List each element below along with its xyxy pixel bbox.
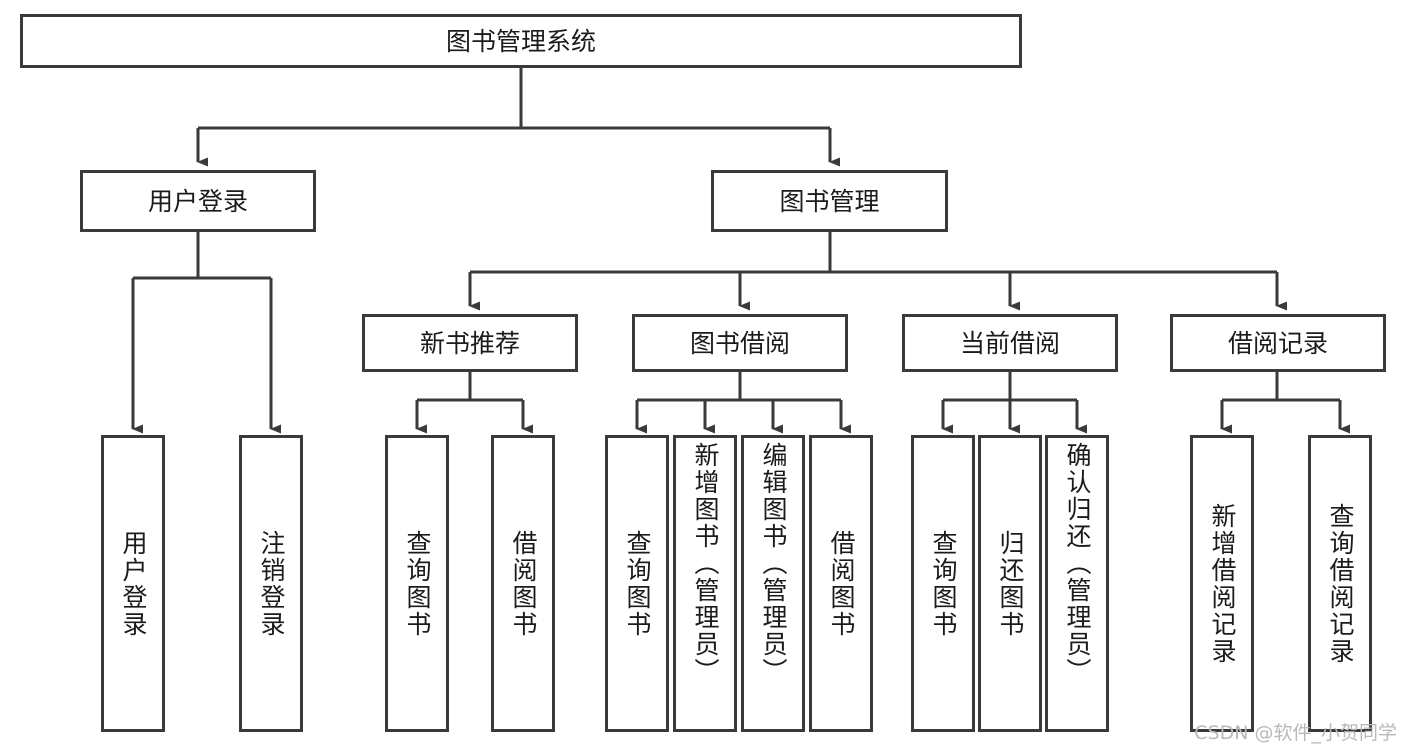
node-label: 借阅图书	[509, 529, 538, 638]
node-label: 图书管理	[779, 186, 880, 216]
leaf-add-borrow-record[interactable]: 新增借阅记录	[1190, 435, 1254, 732]
leaf-return-book[interactable]: 归还图书	[978, 435, 1042, 732]
node-label: 查询借阅记录	[1326, 502, 1355, 665]
node-label: 查询图书	[929, 529, 958, 638]
leaf-query-book-current[interactable]: 查询图书	[911, 435, 975, 732]
node-label: 归还图书	[996, 529, 1025, 638]
leaf-confirm-return-admin[interactable]: 确认归还（管理员）	[1045, 435, 1109, 732]
leaf-user-login[interactable]: 用户登录	[101, 435, 165, 732]
node-borrow-record[interactable]: 借阅记录	[1170, 314, 1386, 372]
node-label: 当前借阅	[959, 328, 1060, 358]
node-label: 用户登录	[147, 186, 248, 216]
leaf-add-book-admin[interactable]: 新增图书（管理员）	[673, 435, 737, 732]
node-book-borrow[interactable]: 图书借阅	[632, 314, 848, 372]
leaf-borrow-book-recommend[interactable]: 借阅图书	[491, 435, 555, 732]
node-new-book-recommend[interactable]: 新书推荐	[362, 314, 578, 372]
node-label: 编辑图书（管理员）	[759, 442, 788, 685]
node-label: 用户登录	[119, 529, 148, 638]
node-label: 图书借阅	[689, 328, 790, 358]
leaf-query-borrow-record[interactable]: 查询借阅记录	[1308, 435, 1372, 732]
node-root-book-management-system[interactable]: 图书管理系统	[20, 14, 1022, 68]
node-label: 新书推荐	[419, 328, 520, 358]
node-label: 图书管理系统	[445, 26, 596, 56]
leaf-query-book-borrow[interactable]: 查询图书	[605, 435, 669, 732]
csdn-watermark: CSDN @软件_小贺同学	[1194, 722, 1397, 744]
node-label: 借阅记录	[1227, 328, 1328, 358]
node-label: 借阅图书	[827, 529, 856, 638]
node-current-borrow[interactable]: 当前借阅	[902, 314, 1118, 372]
leaf-query-book-recommend[interactable]: 查询图书	[385, 435, 449, 732]
node-label: 新增借阅记录	[1208, 502, 1237, 665]
node-book-management[interactable]: 图书管理	[711, 170, 948, 232]
node-label: 确认归还（管理员）	[1063, 442, 1092, 685]
node-user-login[interactable]: 用户登录	[80, 170, 316, 232]
leaf-edit-book-admin[interactable]: 编辑图书（管理员）	[741, 435, 805, 732]
node-label: 查询图书	[403, 529, 432, 638]
leaf-borrow-book[interactable]: 借阅图书	[809, 435, 873, 732]
node-label: 查询图书	[623, 529, 652, 638]
leaf-logout-login[interactable]: 注销登录	[239, 435, 303, 732]
node-label: 注销登录	[257, 529, 286, 638]
node-label: 新增图书（管理员）	[691, 442, 720, 685]
